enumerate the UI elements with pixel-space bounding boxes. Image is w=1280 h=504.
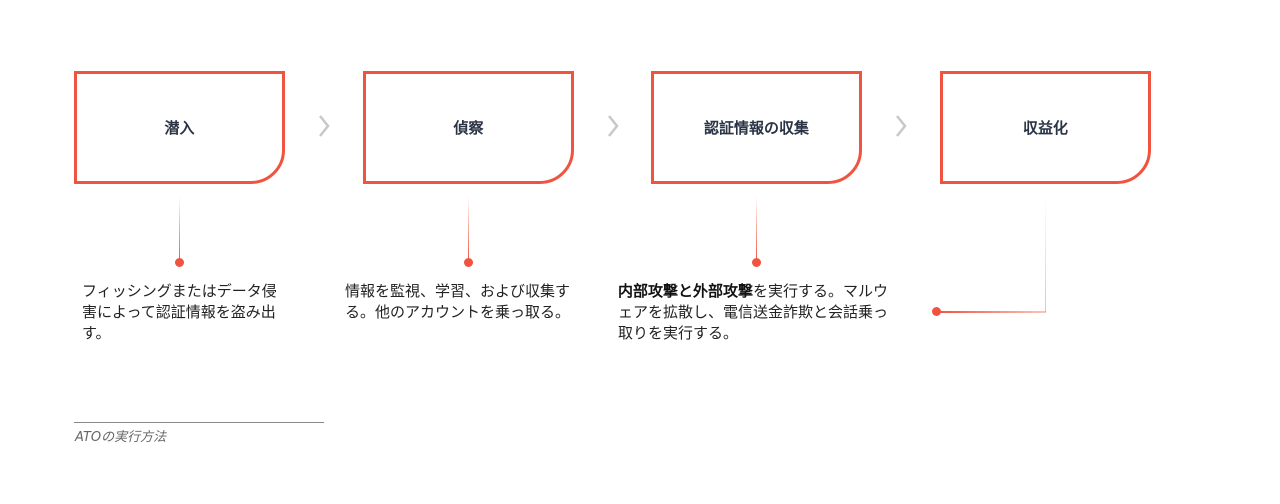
connector-dot [932, 307, 941, 316]
figure-caption: ATOの実行方法 [75, 430, 167, 445]
step-description: フィッシングまたはデータ侵害によって認証情報を盗み出す。 [82, 281, 277, 344]
description-text: 情報を監視、学習、および収集する。他のアカウントを乗っ取る。 [345, 282, 571, 321]
step-box-infiltration: 潜入 [74, 71, 285, 184]
step-title: 認証情報の収集 [703, 119, 809, 137]
caption-divider [74, 422, 324, 423]
connector-dot [175, 258, 184, 267]
connector-dot [752, 258, 761, 267]
connector-line [467, 196, 469, 262]
step-box-monetization: 収益化 [940, 71, 1151, 184]
step-title: 潜入 [164, 119, 195, 137]
connector-dot [464, 258, 473, 267]
description-text: を実行する。マルウェアを拡散し、電信送金詐欺と会話乗っ取りを実行する。 [618, 282, 889, 342]
description-text: フィッシングまたはデータ侵害によって認証情報を盗み出す。 [82, 282, 277, 342]
step-title: 収益化 [1022, 119, 1068, 137]
connector-line [938, 311, 1046, 313]
chevron-right-icon [317, 112, 331, 140]
step-box-reconnaissance: 偵察 [363, 71, 574, 184]
chevron-right-icon [606, 112, 620, 140]
chevron-right-icon [894, 112, 908, 140]
step-box-credential-harvesting: 認証情報の収集 [651, 71, 862, 184]
connector-line [755, 196, 757, 262]
step-title: 偵察 [453, 119, 484, 137]
description-bold-text: 内部攻撃と外部攻撃 [618, 282, 754, 300]
step-description: 情報を監視、学習、および収集する。他のアカウントを乗っ取る。 [345, 281, 575, 323]
connector-line [1044, 198, 1046, 312]
connector-line [178, 196, 180, 262]
step-description: 内部攻撃と外部攻撃を実行する。マルウェアを拡散し、電信送金詐欺と会話乗っ取りを実… [618, 281, 898, 344]
